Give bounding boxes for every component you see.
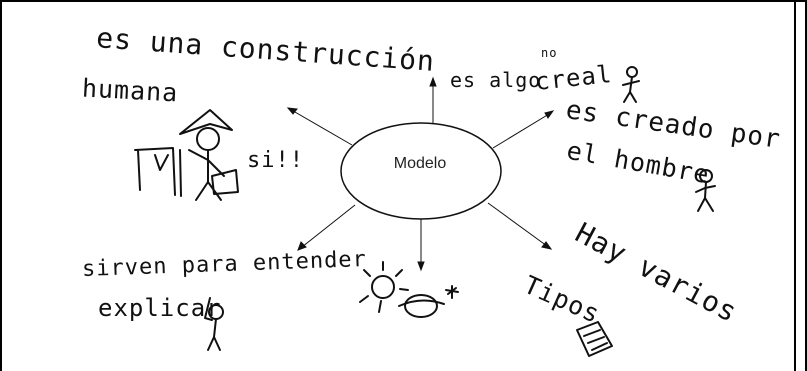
note-bottom-left-line2: explicar [98,294,222,322]
small-figure-right [695,169,716,212]
arrowhead-top [429,76,437,87]
arrowhead-bottom-left [297,241,307,251]
thinking-figure [204,297,224,351]
arrow-bottom-right [487,202,548,247]
small-figure-top [622,66,640,103]
right-border-line [794,0,796,371]
sun-planet-doodle [359,261,459,318]
arrow-bottom-left [301,204,356,248]
center-node-label: Modelo [393,155,447,172]
note-si: si!! [247,148,304,173]
arrowhead-top-right [544,110,555,119]
teacher-doodle [134,109,239,201]
note-top-left-line2: humana [81,73,180,108]
arrowhead-bottom-right [541,241,553,250]
note-top-mid-small: no [541,46,558,60]
notebook-doodle [576,321,613,357]
arrows [286,76,555,272]
arrowhead-top-left [286,107,298,115]
arrowhead-bottom [417,261,425,272]
note-top-mid: es algo [450,68,542,92]
arrow-top-right [492,113,550,149]
arrow-top-left [287,107,353,146]
